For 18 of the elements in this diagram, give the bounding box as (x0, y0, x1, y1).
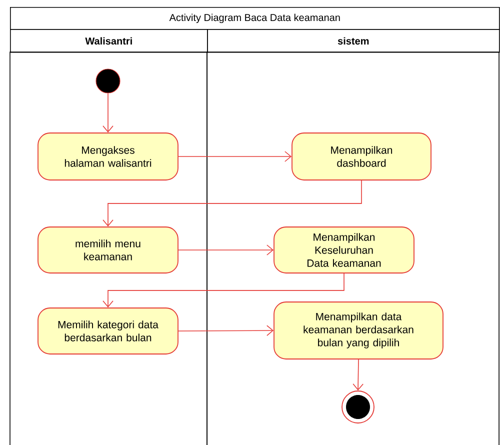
arrow (102, 180, 362, 227)
arrow (102, 92, 114, 133)
activity-box: Memilih kategori data berdasarkan bulan (38, 308, 178, 354)
activity-box: Menampilkan dashboard (292, 132, 432, 180)
title-box: Activity Diagram Baca Data keamanan (10, 7, 500, 30)
arrow (178, 244, 274, 256)
activity-box: memilih menu keamanan (38, 226, 178, 274)
arrow (102, 273, 344, 308)
arrow (178, 325, 274, 336)
end-node (342, 390, 374, 424)
node-label: sistem (338, 37, 369, 45)
node-label: Walisantri (85, 37, 132, 45)
activity-box: Menampilkan Keseluruhan Data keamanan (274, 226, 414, 274)
start-node (96, 68, 120, 94)
arrow (352, 359, 364, 391)
arrow (178, 151, 292, 162)
activity-box: Mengakses halaman walisantri (38, 132, 178, 180)
activity-box: Menampilkan data keamanan berdasarkan bulan yang dipilih (274, 302, 444, 360)
